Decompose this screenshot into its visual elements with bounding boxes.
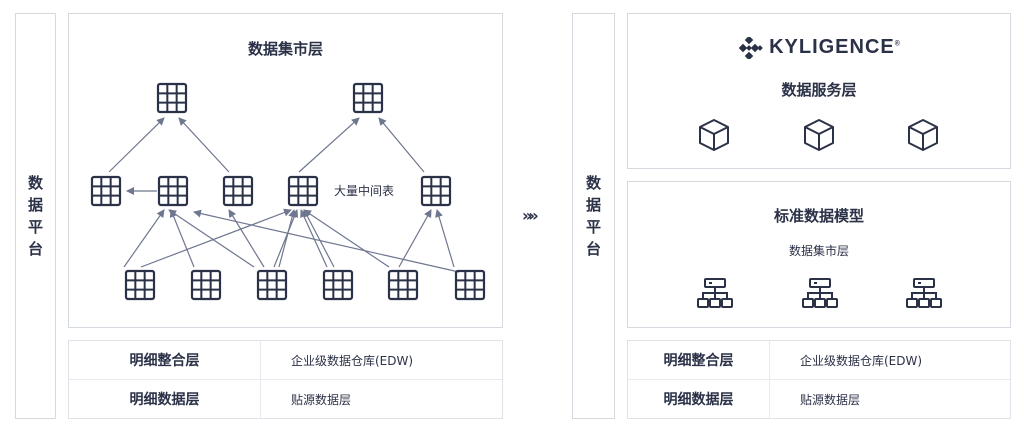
left-platform-column: 数 据 平 台: [15, 13, 56, 419]
layer-name: 明细整合层: [628, 341, 770, 379]
edge-arrow: [228, 209, 265, 268]
table-grid-icon: [90, 175, 122, 207]
table-grid-icon: [157, 175, 189, 207]
table-row: 明细整合层 企业级数据仓库(EDW): [69, 341, 502, 380]
standard-model-panel: 标准数据模型 数据集市层: [627, 181, 1011, 328]
table-grid-icon: [387, 269, 419, 301]
edge-arrow: [168, 209, 255, 268]
model-subtitle: 数据集市层: [788, 244, 849, 258]
layer-name: 明细整合层: [69, 341, 261, 379]
model-icons: [697, 278, 942, 308]
table-grid-icon: [322, 269, 354, 301]
table-grid-icon: [124, 269, 156, 301]
transition-arrows: »»: [522, 206, 539, 225]
cube-icon: [908, 119, 938, 151]
table-row: 明细数据层 贴源数据层: [69, 380, 502, 418]
brand-logo: KYLIGENCE®: [628, 36, 1010, 59]
model-title: 标准数据模型: [773, 207, 864, 225]
right-layer-table: 明细整合层 企业级数据仓库(EDW) 明细数据层 贴源数据层: [627, 340, 1011, 419]
service-cubes: [699, 119, 938, 151]
left-mart-title: 数据集市层: [247, 40, 323, 58]
edge-arrow: [178, 117, 230, 173]
edge-arrow: [303, 209, 390, 268]
cube-icon: [699, 119, 729, 151]
layer-desc: 企业级数据仓库(EDW): [800, 353, 923, 368]
table-grid-icon: [420, 175, 452, 207]
table-grid-icon: [156, 82, 188, 114]
edge-arrow: [378, 117, 425, 173]
edge-arrow: [435, 209, 455, 268]
edge-arrow: [298, 117, 360, 173]
right-platform-label: 数 据 平 台: [585, 174, 601, 258]
table-row: 明细整合层 企业级数据仓库(EDW): [628, 341, 1010, 380]
data-service-panel: KYLIGENCE® 数据服务层: [627, 13, 1011, 169]
edge-arrow: [273, 209, 299, 268]
table-grid-icon: [352, 82, 384, 114]
edge-arrow: [108, 117, 165, 173]
edge-arrow: [193, 209, 460, 273]
brand-name: KYLIGENCE®: [769, 36, 901, 58]
edge-arrow: [303, 209, 335, 268]
hierarchy-icon: [906, 278, 942, 308]
edge-arrow: [398, 209, 432, 268]
left-mart-graph: [90, 82, 486, 301]
table-row: 明细数据层 贴源数据层: [628, 380, 1010, 418]
table-grid-icon: [256, 269, 288, 301]
left-layer-table: 明细整合层 企业级数据仓库(EDW) 明细数据层 贴源数据层: [68, 340, 503, 419]
kyligence-logo-icon: [738, 36, 763, 59]
edge-arrow: [140, 208, 292, 268]
table-grid-icon: [222, 175, 254, 207]
hierarchy-icon: [697, 278, 733, 308]
right-platform-column: 数 据 平 台: [572, 13, 615, 419]
layer-name: 明细数据层: [69, 380, 261, 418]
table-grid-icon: [287, 175, 319, 207]
edge-arrow: [123, 209, 165, 268]
layer-desc: 贴源数据层: [291, 392, 352, 407]
left-data-mart-panel: 数据集市层: [68, 13, 503, 328]
cube-icon: [804, 119, 834, 151]
table-grid-icon: [454, 269, 486, 301]
layer-desc: 企业级数据仓库(EDW): [291, 353, 414, 368]
intermediate-tables-label: 大量中间表: [334, 184, 395, 198]
table-grid-icon: [190, 269, 222, 301]
hierarchy-icon: [802, 278, 838, 308]
edge-arrow: [278, 209, 297, 268]
layer-desc: 贴源数据层: [800, 392, 861, 407]
edge-arrow: [300, 209, 328, 268]
layer-name: 明细数据层: [628, 380, 770, 418]
service-title: 数据服务层: [781, 81, 857, 99]
edge-arrow: [169, 209, 195, 268]
left-platform-label: 数 据 平 台: [27, 174, 43, 258]
